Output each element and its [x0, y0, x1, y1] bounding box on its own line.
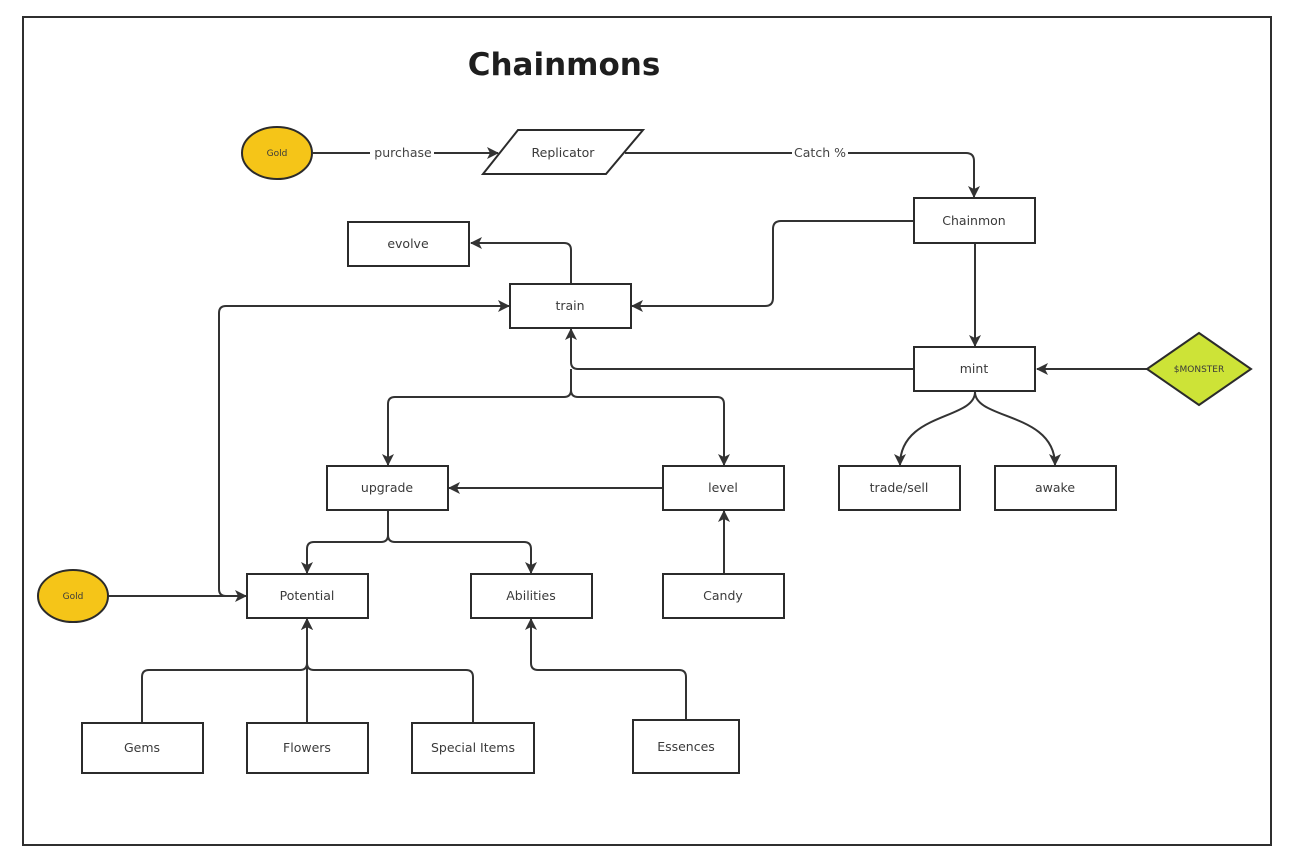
- chainmon-box: [913, 197, 1036, 244]
- edges: purchase Catch %: [108, 144, 1148, 722]
- edge-gold-to-replicator[interactable]: purchase: [313, 144, 499, 162]
- flowers-box: [246, 722, 369, 774]
- node-upgrade[interactable]: upgrade: [326, 465, 449, 511]
- edge-mint-to-awake[interactable]: [974, 391, 1061, 466]
- mint-box: [913, 346, 1036, 392]
- node-label: Chainmon: [942, 213, 1005, 228]
- upgrade-box: [326, 465, 449, 511]
- train-box: [509, 283, 632, 329]
- gold-ellipse: [37, 569, 109, 623]
- node-mint[interactable]: mint: [913, 346, 1036, 392]
- edge-essences-to-abilities[interactable]: [525, 618, 687, 719]
- node-label: awake: [1035, 480, 1075, 495]
- node-train[interactable]: train: [509, 283, 632, 329]
- node-label: level: [708, 480, 738, 495]
- edge-gold-to-train[interactable]: [218, 300, 510, 597]
- node-label: Essences: [657, 739, 715, 754]
- node-essences[interactable]: Essences: [632, 719, 740, 774]
- node-label: Gold: [63, 592, 84, 602]
- node-replicator[interactable]: Replicator: [480, 129, 646, 175]
- node-gold-left[interactable]: Gold: [37, 569, 109, 623]
- node-label: upgrade: [361, 480, 414, 495]
- potential-box: [246, 573, 369, 619]
- edge-replicator-to-chainmon[interactable]: Catch %: [625, 144, 980, 198]
- node-level[interactable]: level: [662, 465, 785, 511]
- node-label: mint: [960, 361, 989, 376]
- diagram-title: Chainmons: [468, 47, 661, 83]
- node-flowers[interactable]: Flowers: [246, 722, 369, 774]
- level-box: [662, 465, 785, 511]
- replicator-parallelogram: [480, 129, 646, 175]
- edge-upgrade-to-abilities[interactable]: [387, 534, 537, 574]
- node-label: Replicator: [532, 145, 596, 160]
- abilities-box: [470, 573, 593, 619]
- node-evolve[interactable]: evolve: [347, 221, 470, 267]
- edge-special-items-to-potential[interactable]: [306, 662, 474, 722]
- candy-box: [662, 573, 785, 619]
- node-label: evolve: [387, 236, 429, 251]
- node-candy[interactable]: Candy: [662, 573, 785, 619]
- nodes: Gold Replicator Chainmon evolve train mi…: [37, 126, 1253, 774]
- diagram-frame: [22, 16, 1272, 846]
- special-items-box: [411, 722, 535, 774]
- gems-box: [81, 722, 204, 774]
- node-chainmon[interactable]: Chainmon: [913, 197, 1036, 244]
- awake-box: [994, 465, 1117, 511]
- node-label: Special Items: [431, 740, 515, 755]
- node-potential[interactable]: Potential: [246, 573, 369, 619]
- node-monster[interactable]: $MONSTER: [1145, 331, 1253, 407]
- node-gems[interactable]: Gems: [81, 722, 204, 774]
- edge-label-catch: Catch %: [794, 145, 846, 160]
- node-label: Abilities: [506, 588, 555, 603]
- node-trade-sell[interactable]: trade/sell: [838, 465, 961, 511]
- node-abilities[interactable]: Abilities: [470, 573, 593, 619]
- node-label: Gems: [124, 740, 160, 755]
- node-gold-top[interactable]: Gold: [241, 126, 313, 180]
- evolve-box: [347, 221, 470, 267]
- node-label: Flowers: [283, 740, 331, 755]
- edge-label-purchase: purchase: [374, 145, 432, 160]
- edge-chainmon-to-train[interactable]: [631, 220, 914, 312]
- edge-mint-to-train[interactable]: [565, 328, 914, 370]
- node-label: Gold: [267, 149, 288, 159]
- edge-train-to-level[interactable]: [570, 389, 730, 466]
- essences-box: [632, 719, 740, 774]
- edge-mint-to-trade-sell[interactable]: [894, 391, 976, 466]
- gold-ellipse: [241, 126, 313, 180]
- node-label: $MONSTER: [1174, 365, 1224, 375]
- node-special-items[interactable]: Special Items: [411, 722, 535, 774]
- node-label: train: [555, 298, 584, 313]
- node-label: trade/sell: [870, 480, 929, 495]
- node-label: Potential: [280, 588, 335, 603]
- trade-sell-box: [838, 465, 961, 511]
- monster-diamond: [1145, 331, 1253, 407]
- node-label: Candy: [703, 588, 743, 603]
- edge-train-to-evolve[interactable]: [470, 237, 572, 284]
- node-awake[interactable]: awake: [994, 465, 1117, 511]
